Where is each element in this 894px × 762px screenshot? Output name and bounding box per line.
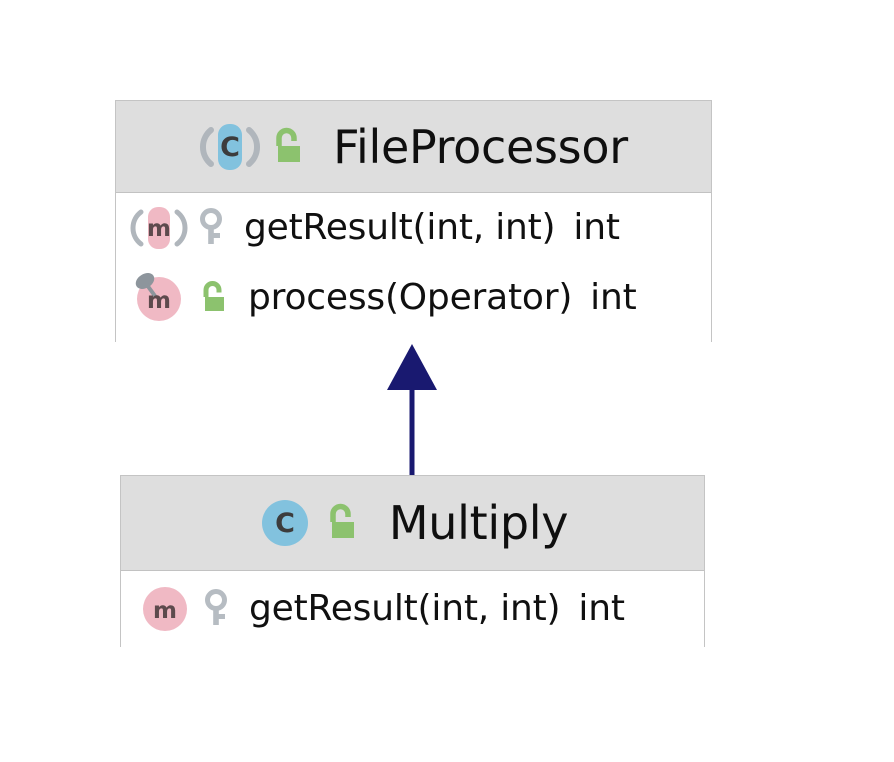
open-padlock-icon [192, 278, 232, 318]
key-icon [194, 206, 228, 250]
svg-text:C: C [220, 132, 240, 163]
svg-text:m: m [153, 598, 177, 624]
member-row[interactable]: m process(Operator) int [116, 263, 711, 333]
member-name: getResult(int, int) [249, 588, 561, 629]
member-return-type: int [590, 277, 637, 318]
member-signature: getResult(int, int) int [249, 591, 625, 627]
member-name: process(Operator) [248, 277, 573, 318]
svg-text:m: m [147, 288, 171, 314]
svg-text:m: m [147, 216, 171, 242]
class-header-multiply[interactable]: C Multiply [121, 476, 704, 571]
class-box-multiply[interactable]: C Multiply m [120, 475, 705, 647]
abstract-class-icon: C [199, 119, 261, 175]
member-signature: getResult(int, int) int [244, 210, 620, 246]
members-fileprocessor: m getResult(int, int) int [116, 193, 711, 342]
class-icon: C [257, 495, 313, 551]
abstract-method-icon: m [130, 203, 188, 253]
members-multiply: m getResult(int, int) int [121, 571, 704, 647]
member-signature: process(Operator) int [248, 280, 637, 316]
member-return-type: int [578, 588, 625, 629]
member-row[interactable]: m getResult(int, int) int [121, 571, 704, 647]
svg-text:C: C [275, 508, 295, 539]
class-header-fileprocessor[interactable]: C FileProcessor [116, 101, 711, 193]
member-row[interactable]: m getResult(int, int) int [116, 193, 711, 263]
class-name-fileprocessor: FileProcessor [333, 119, 628, 174]
open-padlock-icon [317, 500, 363, 546]
key-icon [199, 587, 233, 631]
inheritance-arrow-icon [387, 344, 437, 390]
method-icon: m [130, 272, 188, 324]
member-return-type: int [573, 207, 620, 248]
method-icon: m [139, 583, 191, 635]
member-name: getResult(int, int) [244, 207, 556, 248]
open-padlock-icon [263, 124, 309, 170]
class-box-fileprocessor[interactable]: C FileProcessor [115, 100, 712, 342]
class-name-multiply: Multiply [388, 496, 569, 550]
